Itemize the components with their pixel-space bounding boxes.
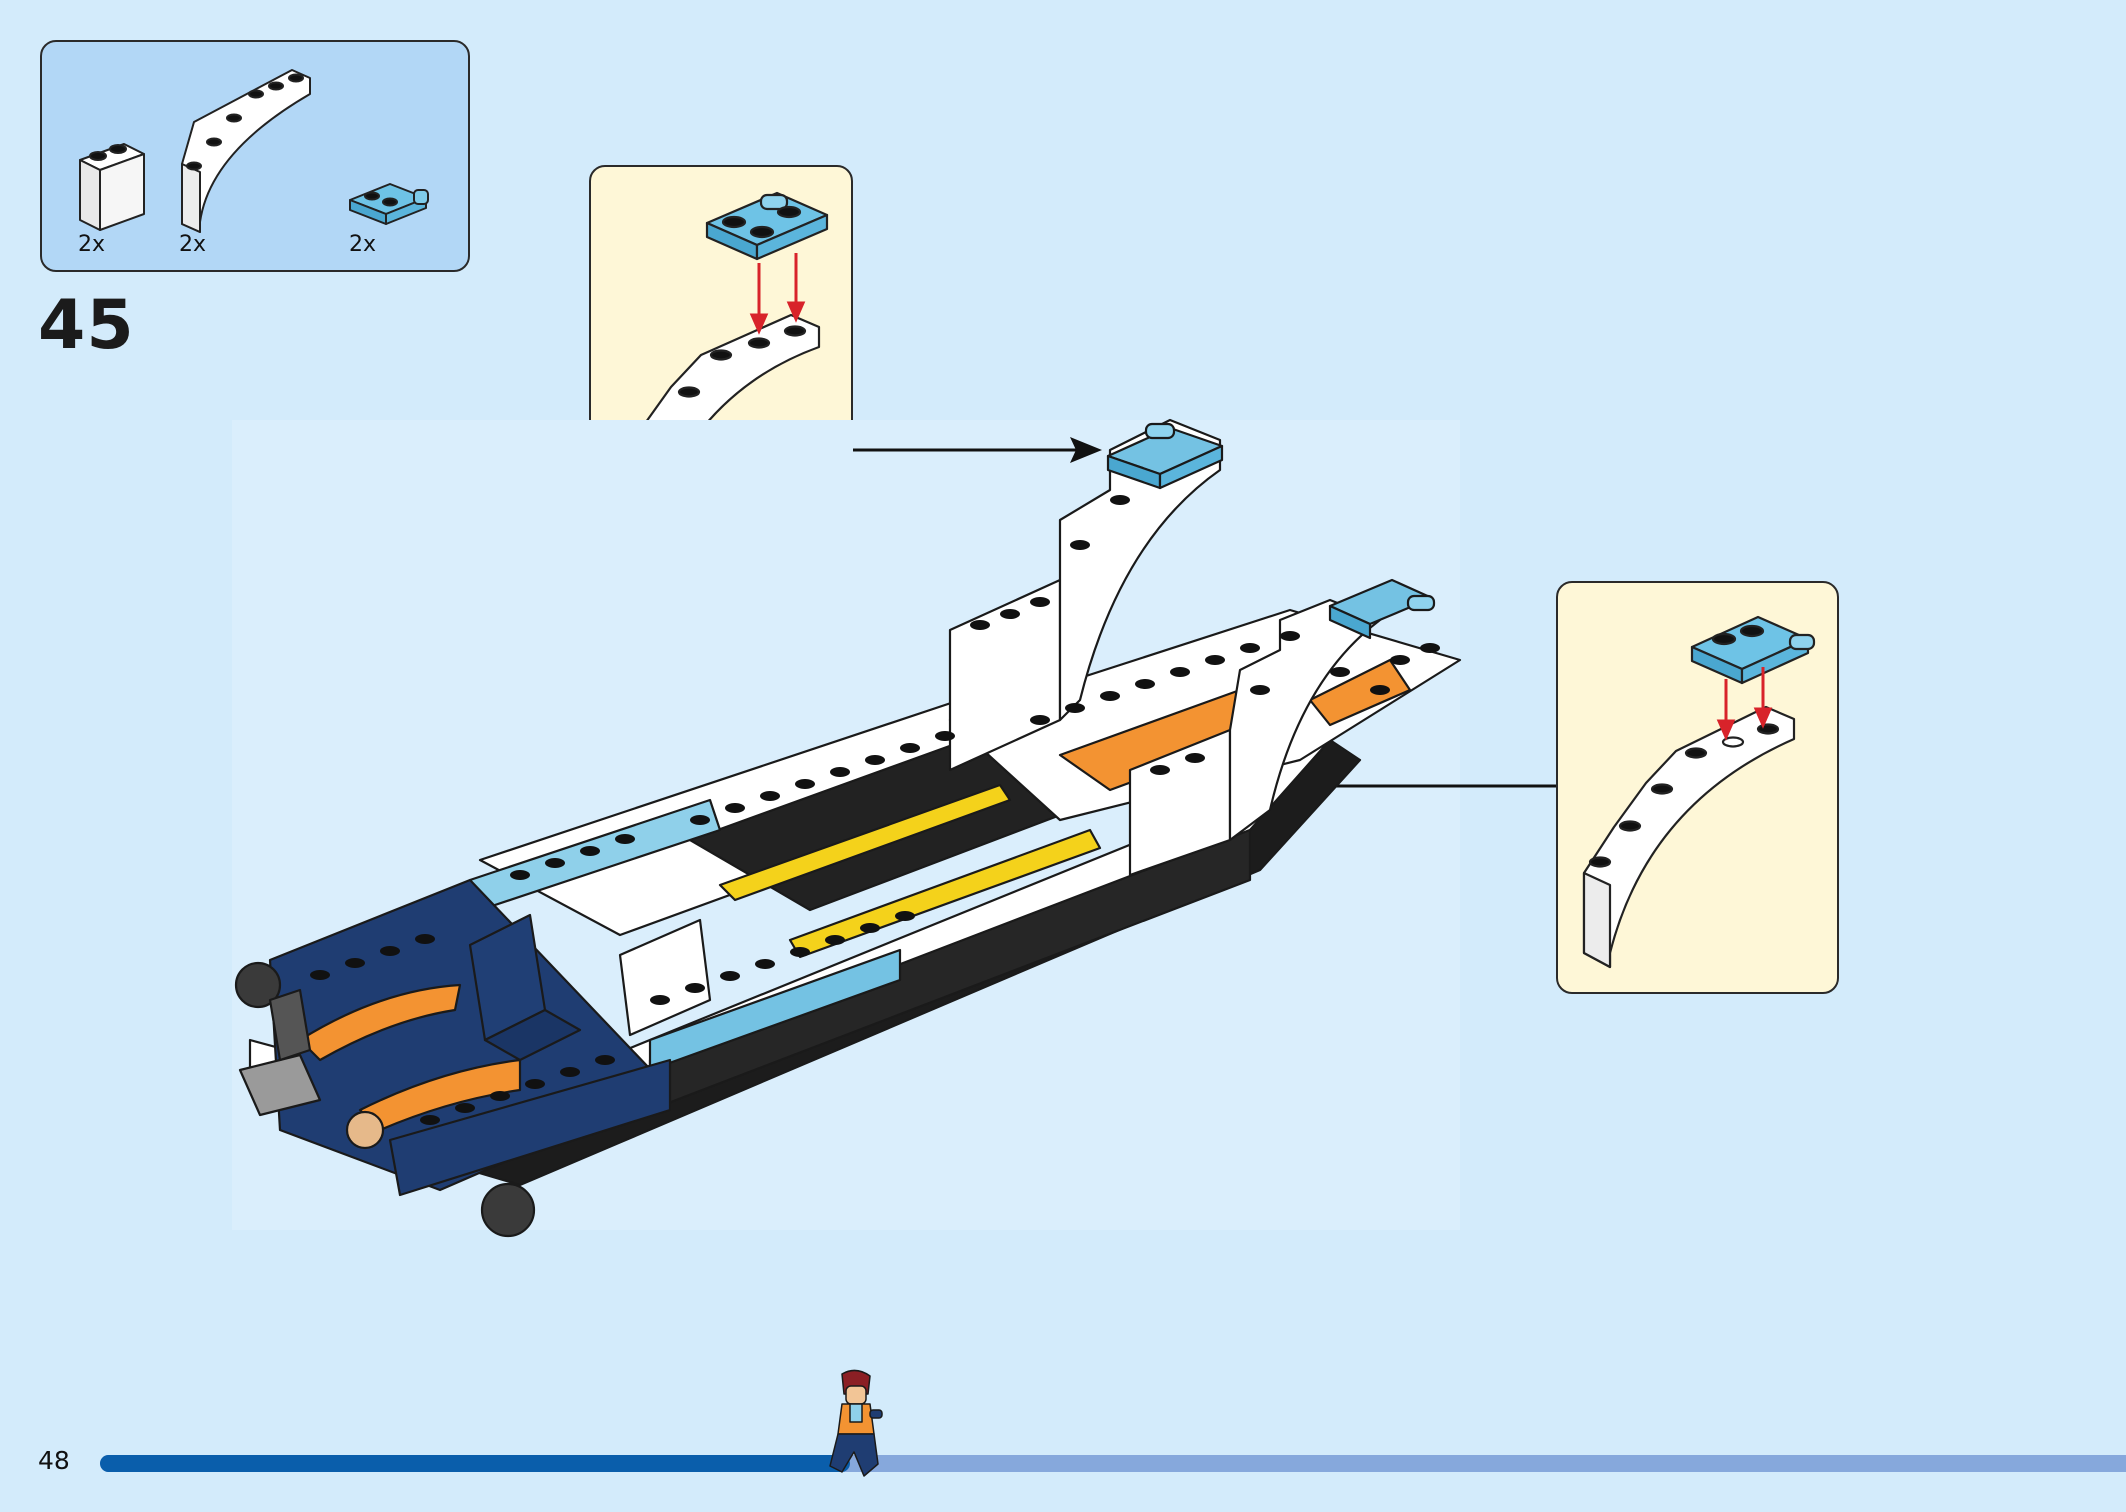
stud-details [310,495,1440,1125]
placement-arrows [1716,667,1773,741]
part-quantity: 2x [78,232,106,257]
new-plate-right [1328,578,1436,640]
progress-bar-fill [100,1455,850,1472]
stern-thruster [234,961,536,1238]
parts-list-panel: 2x 2x 2x [40,40,470,272]
light-blue-plate-icon [349,183,429,225]
page-number: 48 [38,1446,70,1475]
progress-bar [100,1455,2126,1472]
new-plate-left [1106,422,1224,490]
callout-right [1556,581,1839,994]
boat-model-illustration [234,418,1556,1238]
white-arch-icon [181,69,311,233]
boat-seat [468,913,582,1062]
white-brick-icon [79,143,145,231]
placement-arrows [749,253,806,335]
step-number: 45 [38,286,135,365]
part-quantity: 2x [179,232,207,257]
callout-pointer-left [853,437,1102,463]
callout-right-illustration [1582,615,1816,969]
part-quantity: 2x [349,232,377,257]
parts-illustration [79,69,429,233]
minifigure-runner-icon [828,1369,883,1477]
